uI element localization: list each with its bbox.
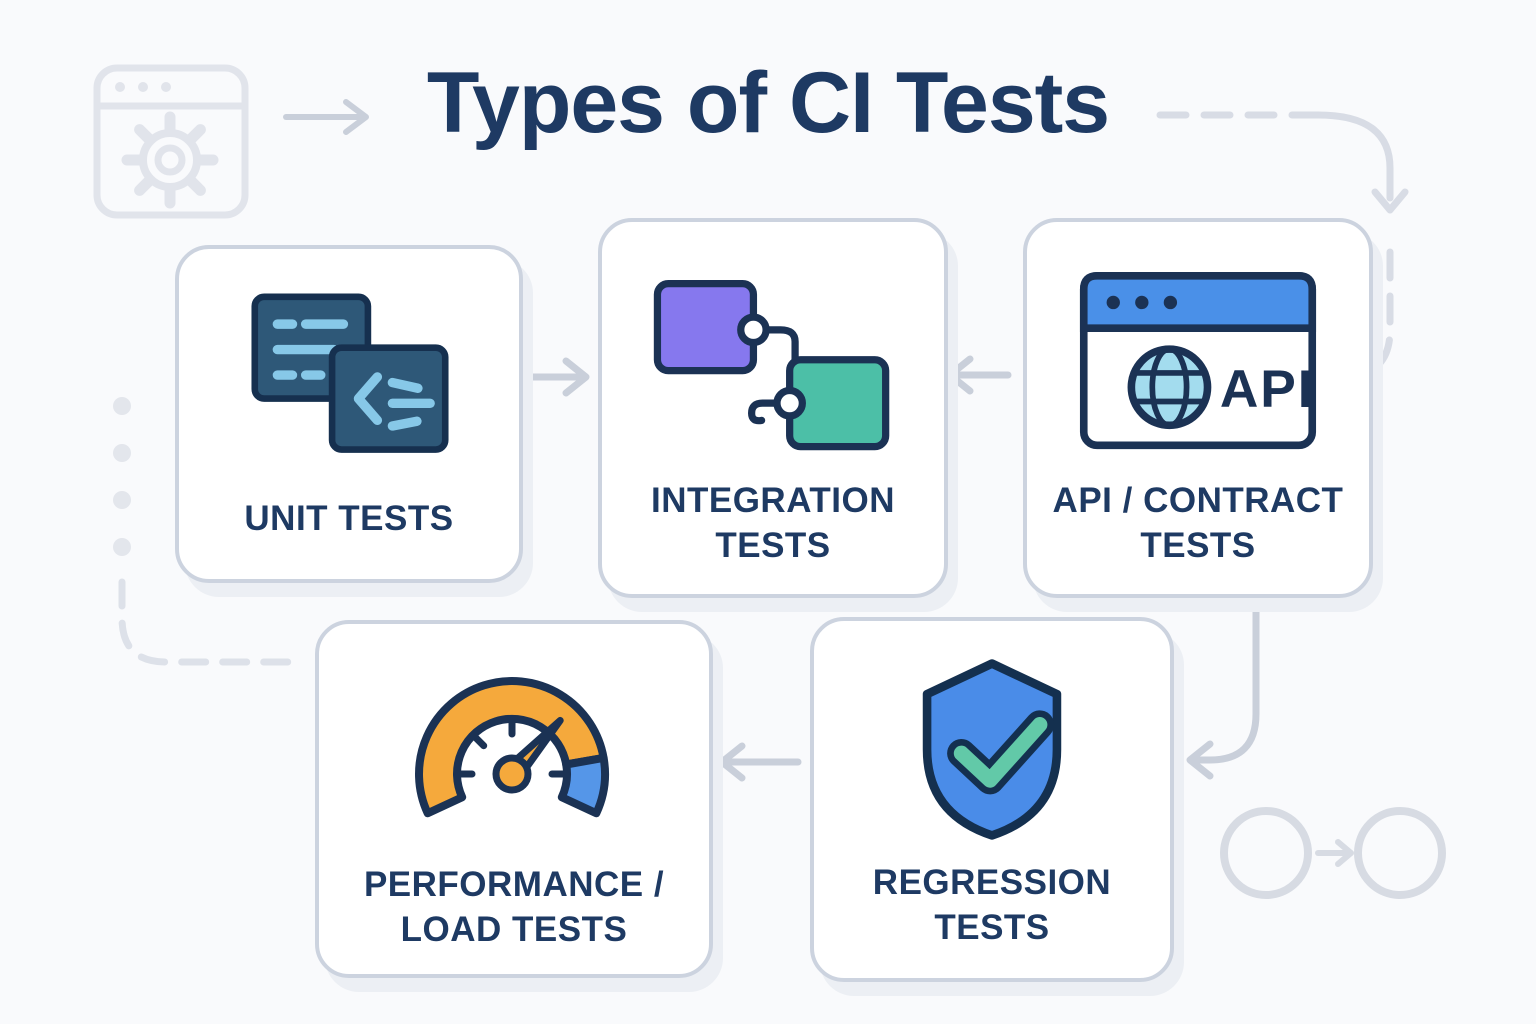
arrow-unit-to-integration bbox=[524, 357, 590, 397]
browser-globe-api-icon: API bbox=[1079, 271, 1317, 452]
api-label-line2: TESTS bbox=[1140, 525, 1256, 565]
connector-node-teal bbox=[773, 386, 806, 420]
api-contract-tests-label: API / CONTRACT TESTS bbox=[1027, 479, 1369, 568]
performance-load-tests-label: PERFORMANCE / LOAD TESTS bbox=[319, 863, 709, 952]
gauge-ticks bbox=[454, 716, 570, 778]
card-api-contract-tests: API API / CONTRACT TESTS bbox=[1023, 218, 1373, 598]
shield-check-icon bbox=[906, 654, 1078, 845]
integration-tests-label: INTEGRATION TESTS bbox=[602, 479, 944, 568]
arrow-regression-to-performance bbox=[718, 742, 802, 782]
arrow-api-to-regression bbox=[1186, 608, 1260, 780]
unit-tests-label: UNIT TESTS bbox=[244, 498, 454, 538]
card-performance-load-tests: PERFORMANCE / LOAD TESTS bbox=[315, 620, 713, 978]
performance-label-line2: LOAD TESTS bbox=[400, 909, 628, 949]
regression-label-line2: TESTS bbox=[934, 907, 1050, 947]
regression-tests-label: REGRESSION TESTS bbox=[814, 861, 1170, 950]
speedometer-icon bbox=[397, 662, 627, 832]
api-icon-text: API bbox=[1220, 360, 1315, 419]
gauge-hub bbox=[492, 754, 532, 794]
connector-node-purple bbox=[737, 313, 770, 347]
code-lines bbox=[272, 319, 349, 380]
browser-header-bar bbox=[1079, 272, 1317, 332]
regression-label-line1: REGRESSION bbox=[872, 863, 1112, 903]
globe-icon bbox=[1127, 345, 1212, 430]
card-unit-tests: UNIT TESTS bbox=[175, 245, 523, 583]
performance-label-line1: PERFORMANCE / bbox=[363, 865, 665, 905]
card-regression-tests: REGRESSION TESTS bbox=[810, 617, 1174, 982]
circles-arrow-decoration bbox=[1220, 807, 1446, 899]
integration-label-line2: TESTS bbox=[715, 525, 831, 565]
api-label-line1: API / CONTRACT bbox=[1052, 481, 1344, 521]
chevron-code-glyph bbox=[353, 372, 435, 431]
gauge-arc-blue bbox=[557, 753, 609, 818]
block-connector-line bbox=[762, 326, 799, 366]
checkmark bbox=[953, 717, 1048, 788]
browser-header-dots bbox=[1106, 295, 1178, 310]
shield-shape bbox=[922, 659, 1062, 840]
connector-hook-line bbox=[747, 399, 792, 425]
dashed-elbow-unit-to-performance bbox=[118, 578, 294, 666]
globe-lines bbox=[1134, 346, 1205, 429]
code-blocks-icon bbox=[251, 293, 449, 458]
linked-blocks-icon bbox=[652, 278, 892, 455]
page-title: Types of CI Tests bbox=[426, 55, 1110, 151]
dots-column-decoration bbox=[113, 397, 131, 556]
integration-label-line1: INTEGRATION bbox=[650, 481, 895, 521]
card-integration-tests: INTEGRATION TESTS bbox=[598, 218, 948, 598]
arrow-api-to-integration bbox=[946, 355, 1012, 395]
